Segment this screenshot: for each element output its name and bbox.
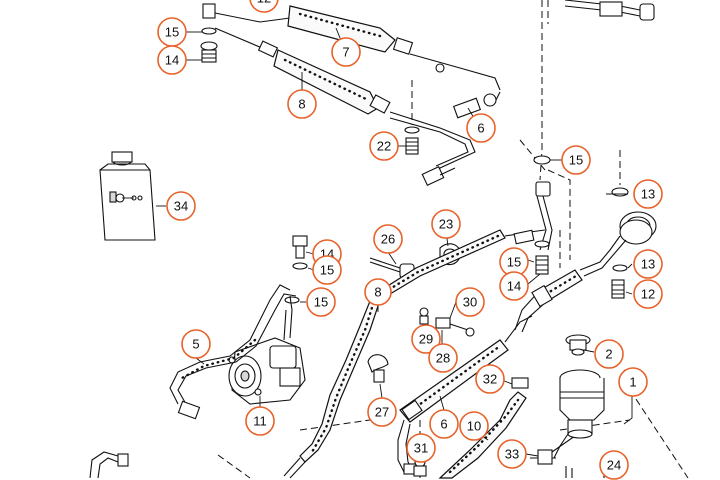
svg-text:13: 13 [641,187,655,202]
hose-5 [169,284,297,420]
callout-24: 24 [599,450,629,480]
svg-text:23: 23 [439,217,453,232]
callout-23: 23 [431,209,461,239]
hose-8-top [214,27,476,186]
svg-text:13: 13 [641,257,655,272]
callout-6-lower: 6 [429,409,459,439]
svg-text:12: 12 [641,287,655,302]
callout-26: 26 [373,224,403,254]
bolt-22 [404,126,420,155]
callout-1: 1 [618,367,648,397]
svg-text:6: 6 [477,121,484,136]
hose-10 [438,377,529,479]
svg-text:28: 28 [436,351,450,366]
pump-11 [228,295,306,405]
callout-7: 7 [331,37,361,67]
callout-15-d: 15 [499,247,529,277]
callout-15-b: 15 [561,145,591,175]
svg-text:27: 27 [375,405,389,420]
svg-text:22: 22 [377,139,391,154]
callout-31: 31 [406,433,436,463]
reference-lines [217,0,689,479]
callout-10: 10 [459,411,489,441]
top-left-fittings [200,3,218,63]
callout-14-c: 14 [499,271,529,301]
svg-text:5: 5 [192,337,199,352]
callout-33: 33 [497,439,527,469]
callout-34: 34 [166,191,196,221]
callout-28: 28 [428,343,458,373]
callout-13-b: 13 [633,249,663,279]
svg-text:14: 14 [165,53,179,68]
callout-15-c: 15 [312,255,342,285]
svg-text:6: 6 [440,417,447,432]
svg-text:15: 15 [165,25,179,40]
svg-text:34: 34 [174,199,188,214]
callout-22: 22 [369,131,399,161]
bolt-14-pump [284,235,308,304]
svg-text:11: 11 [253,414,267,429]
callout-6-top: 6 [466,113,496,143]
svg-text:8: 8 [374,285,381,300]
bolt-14-right [534,240,550,275]
fitting-33 [530,431,585,465]
callout-15-e: 15 [306,287,336,317]
svg-text:24: 24 [607,458,621,473]
svg-text:8: 8 [298,97,305,112]
hose-6-lower [397,315,533,475]
top-right-tube [564,0,655,21]
callout-2: 2 [594,339,624,369]
svg-text:1: 1 [629,375,636,390]
callout-12-top: 12 [249,0,279,13]
clamp-27 [367,354,389,383]
svg-text:12: 12 [257,0,271,6]
bracket-28-30 [419,307,475,337]
callout-8-mid: 8 [364,278,392,306]
fitting-6-upper [452,91,501,119]
svg-text:14: 14 [507,279,521,294]
fluid-container-34 [99,151,156,241]
callout-11: 11 [245,406,275,436]
callout-30: 30 [455,287,485,317]
svg-text:2: 2 [605,347,612,362]
callout-12-b: 12 [633,279,663,309]
callout-14-a: 14 [157,45,187,75]
svg-text:29: 29 [419,332,433,347]
svg-text:30: 30 [463,295,477,310]
callout-27: 27 [367,397,397,427]
callouts: 12 15 14 7 8 22 6 15 13 34 23 26 14 15 1… [157,0,663,480]
callout-29: 29 [411,324,441,354]
hose-7-top [209,5,501,91]
callout-5: 5 [181,329,211,359]
bottom-left-hose [89,451,129,479]
callout-13-a: 13 [633,179,663,209]
callout-32: 32 [475,364,505,394]
hose-right-section [514,269,583,333]
callout-8-top: 8 [287,89,317,119]
svg-text:32: 32 [483,372,497,387]
svg-text:26: 26 [381,232,395,247]
callout-15-a: 15 [157,17,187,47]
coil-13 [579,187,657,299]
svg-text:33: 33 [505,447,519,462]
svg-text:15: 15 [507,255,521,270]
svg-text:7: 7 [342,45,349,60]
svg-text:15: 15 [314,295,328,310]
svg-text:15: 15 [569,153,583,168]
svg-text:31: 31 [414,441,428,456]
reservoir-1 [553,334,605,459]
svg-text:10: 10 [467,419,481,434]
svg-text:15: 15 [320,263,334,278]
